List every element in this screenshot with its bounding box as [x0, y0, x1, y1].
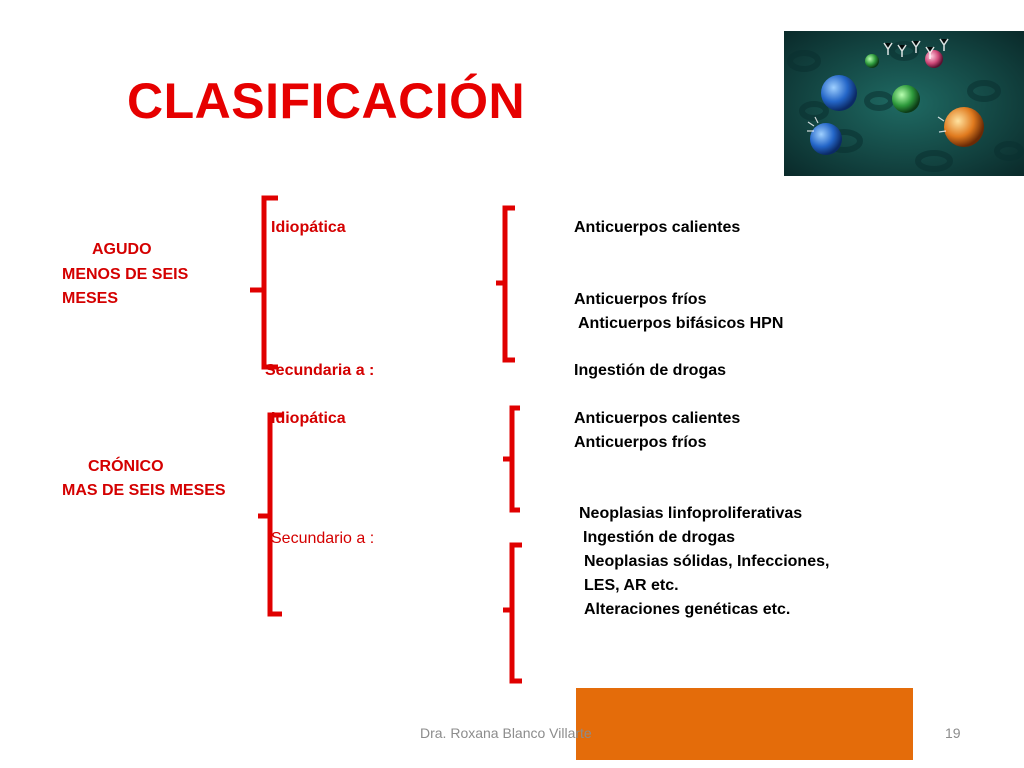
- agudo-secundaria: Secundaria a :: [265, 362, 375, 379]
- agudo-sub2: MESES: [62, 290, 119, 307]
- agudo-cause-1: Anticuerpos calientes: [574, 219, 741, 236]
- cronico-sub1: MAS DE SEIS MESES: [62, 482, 226, 499]
- cronico-secondary-brace-icon: [503, 542, 522, 684]
- agudo-cause-2: Anticuerpos fríos: [574, 291, 707, 308]
- page-number: 19: [945, 725, 961, 741]
- cronico-cause-2: Anticuerpos fríos: [574, 434, 707, 451]
- cronico-secondary-5: Alteraciones genéticas etc.: [584, 601, 791, 618]
- cronico-label: CRÓNICO: [88, 458, 164, 475]
- footer-author: Dra. Roxana Blanco Villarte: [420, 725, 592, 741]
- orange-box: [576, 688, 913, 760]
- cronico-cause-1: Anticuerpos calientes: [574, 410, 741, 427]
- blood-cells-illustration: [784, 31, 1024, 176]
- cronico-causes-brace-icon: [503, 405, 520, 513]
- agudo-causes-brace-icon: [496, 205, 515, 363]
- blood-cells-image: [784, 31, 1024, 176]
- cronico-secondary-2: Ingestión de drogas: [583, 529, 736, 546]
- agudo-secondary-cause: Ingestión de drogas: [574, 362, 727, 379]
- agudo-sub1: MENOS DE SEIS: [62, 266, 189, 283]
- cronico-idiopatica: Idiopática: [271, 410, 346, 427]
- agudo-label: AGUDO: [92, 241, 152, 258]
- agudo-main-brace-icon: [250, 195, 278, 370]
- slide-title: CLASIFICACIÓN: [127, 73, 526, 129]
- cronico-secondary-1: Neoplasias linfoproliferativas: [579, 505, 803, 522]
- cronico-secondary-3: Neoplasias sólidas, Infecciones,: [584, 553, 830, 570]
- cronico-secundario: Secundario a :: [271, 530, 375, 547]
- cronico-main-brace-icon: [258, 412, 282, 617]
- cronico-secondary-4: LES, AR etc.: [584, 577, 679, 594]
- agudo-idiopatica: Idiopática: [271, 219, 346, 236]
- agudo-cause-3: Anticuerpos bifásicos HPN: [578, 315, 784, 332]
